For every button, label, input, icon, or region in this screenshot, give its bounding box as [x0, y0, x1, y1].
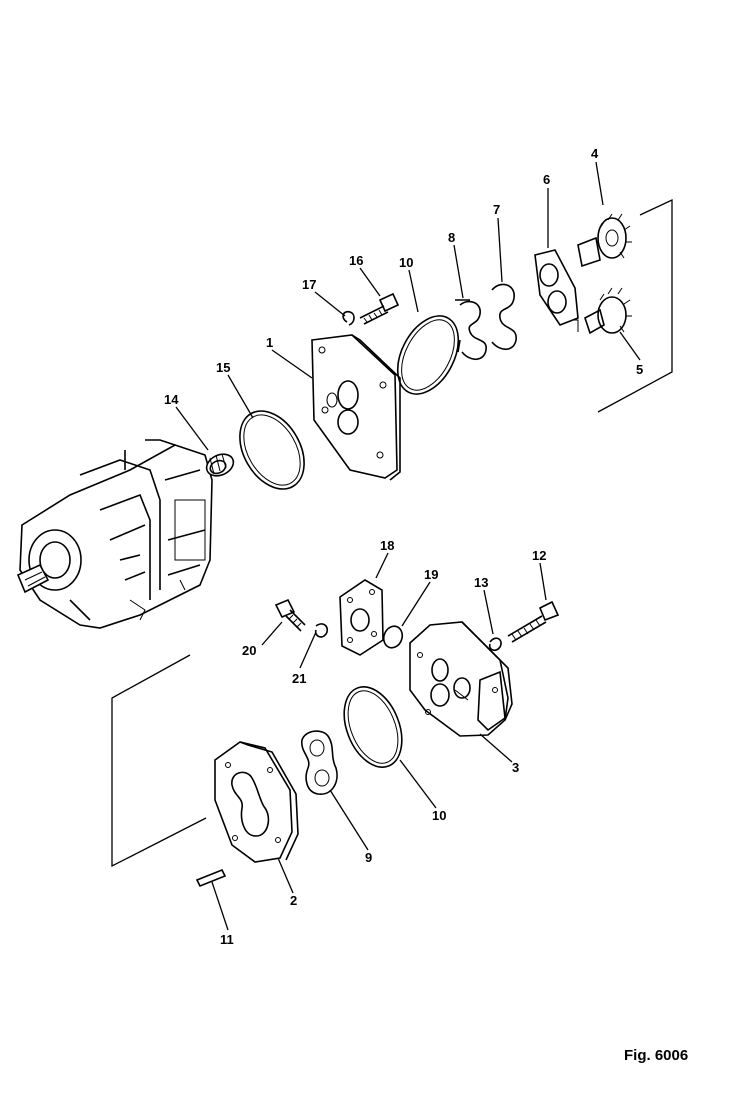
part-10-o-ring-lower [343, 686, 403, 768]
group-bracket-lower [111, 654, 207, 868]
part-6-bushing [534, 249, 579, 326]
part-19-o-ring [382, 625, 404, 649]
callout-4: 4 [591, 146, 599, 161]
part-18-gasket [339, 579, 384, 656]
callout-14: 14 [164, 392, 179, 407]
callout-5: 5 [636, 362, 643, 377]
callout-7: 7 [493, 202, 500, 217]
callout-19: 19 [424, 567, 438, 582]
part-16-bolt [359, 292, 400, 325]
callout-12: 12 [532, 548, 546, 563]
callout-3: 3 [512, 760, 519, 775]
part-1-plate [311, 334, 401, 481]
part-10-o-ring-upper [396, 315, 460, 395]
callout-15: 15 [216, 360, 230, 375]
figure-caption: Fig. 6006 [624, 1047, 688, 1064]
part-2-housing [214, 741, 299, 863]
part-7-seal [491, 283, 517, 351]
callout-13: 13 [474, 575, 488, 590]
part-12-bolt [507, 600, 560, 643]
part-20-bolt [274, 598, 306, 632]
part-3-cover [409, 621, 513, 737]
callout-10-upper: 10 [399, 255, 413, 270]
part-8-seal [455, 299, 487, 361]
part-17-washer [342, 310, 355, 326]
callout-labels: 4 6 7 8 10 16 17 1 15 14 5 18 19 12 13 2… [164, 146, 643, 947]
callout-10-lower: 10 [432, 808, 446, 823]
callout-20: 20 [242, 643, 256, 658]
callout-17: 17 [302, 277, 316, 292]
callout-21: 21 [292, 671, 306, 686]
callout-1: 1 [266, 335, 273, 350]
pump-assembly [16, 439, 213, 629]
callout-8: 8 [448, 230, 455, 245]
part-14-bearing [205, 453, 235, 477]
callout-16: 16 [349, 253, 363, 268]
callout-11: 11 [220, 932, 234, 947]
callout-9: 9 [365, 850, 372, 865]
callout-18: 18 [380, 538, 394, 553]
callout-6: 6 [543, 172, 550, 187]
part-21-washer [314, 623, 329, 638]
part-15-o-ring [239, 410, 305, 490]
part-5-driven-gear [584, 287, 632, 335]
part-13-washer [488, 637, 502, 652]
part-4-drive-gear [577, 213, 632, 268]
part-11-pin [195, 868, 227, 888]
part-9-gasket [301, 730, 338, 795]
callout-2: 2 [290, 893, 297, 908]
leader-lines [175, 161, 641, 931]
group-bracket-upper [597, 198, 673, 413]
